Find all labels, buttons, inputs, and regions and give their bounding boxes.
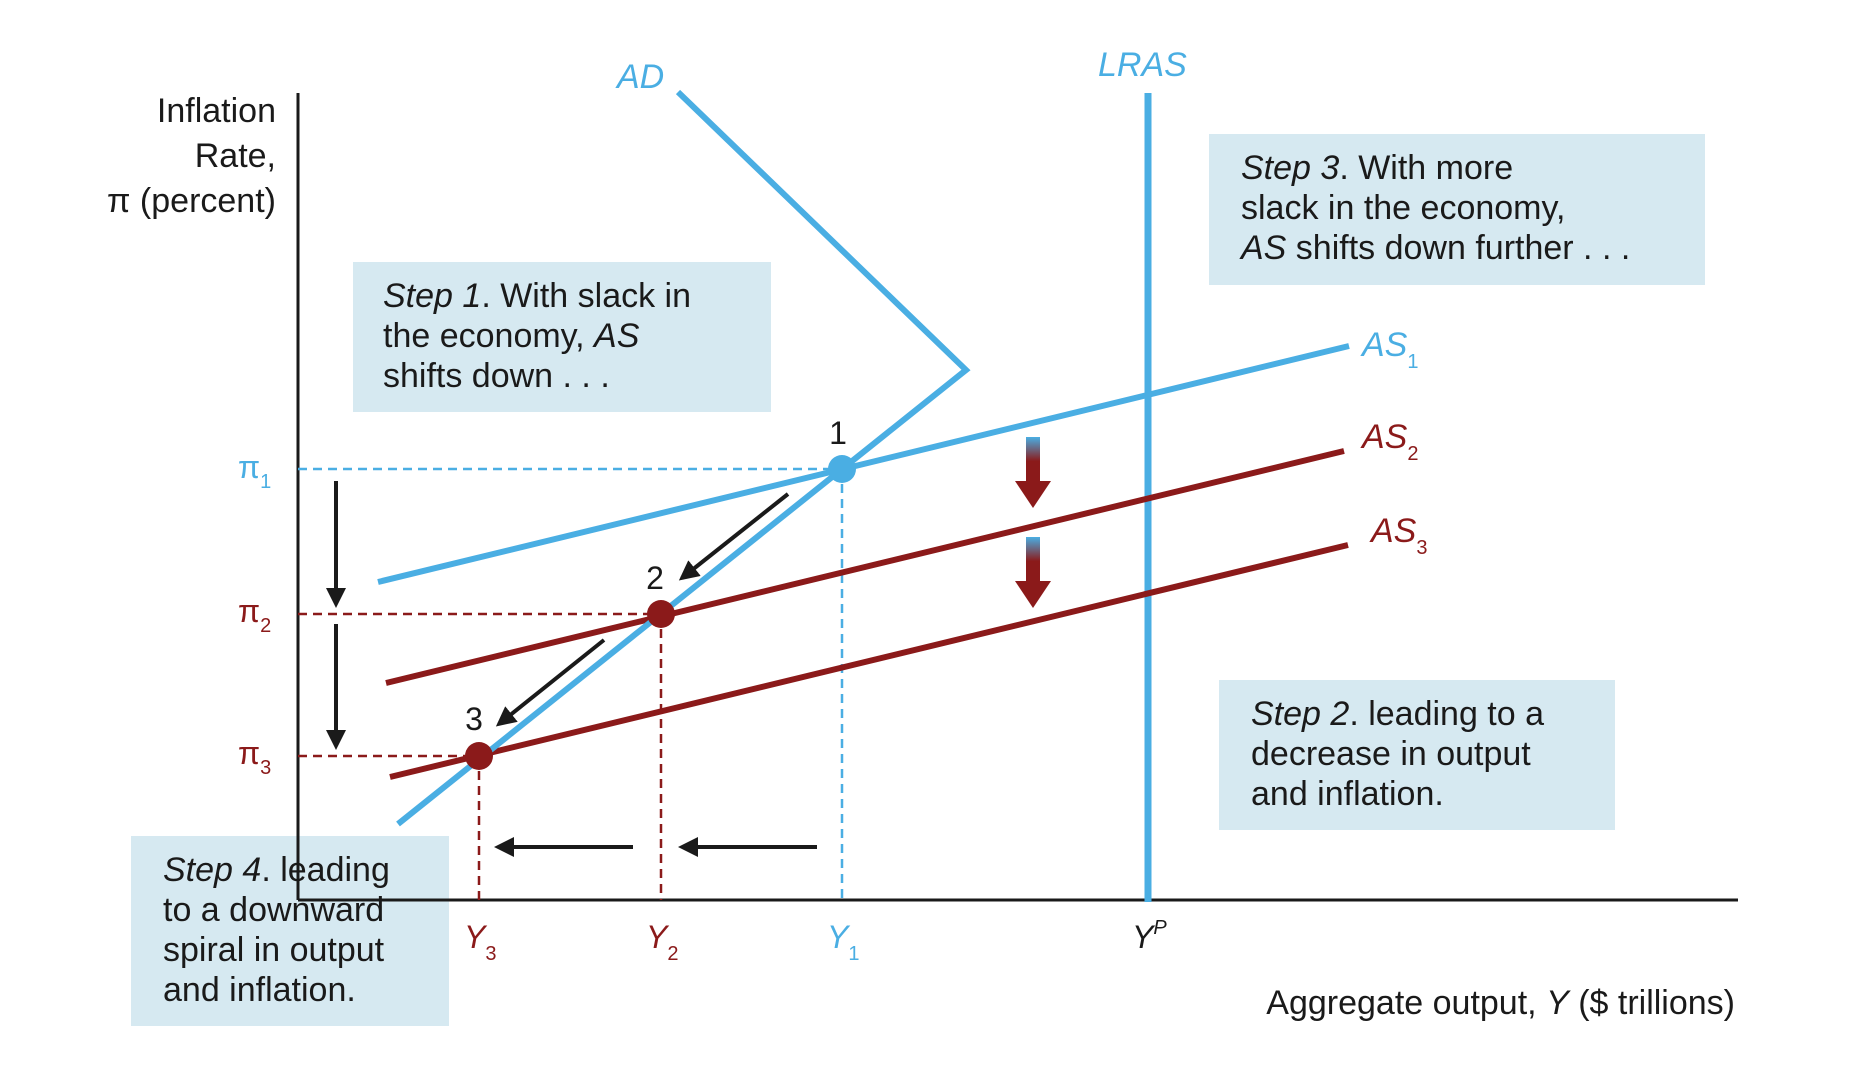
y1-tick-label: Y1 xyxy=(827,919,859,965)
y-axis-title-line1: Inflation xyxy=(157,92,276,130)
step2-text: Step 2. leading to a decrease in output … xyxy=(1251,695,1544,813)
svg-text:decrease in output: decrease in output xyxy=(1251,735,1531,773)
as2-label: AS2 xyxy=(1360,418,1418,465)
svg-text:AS shifts down further . . .: AS shifts down further . . . xyxy=(1239,229,1630,267)
equilibrium-point-1 xyxy=(828,455,856,483)
as3-label: AS3 xyxy=(1369,512,1427,559)
point-3-label: 3 xyxy=(465,701,483,737)
svg-text:and inflation.: and inflation. xyxy=(1251,775,1444,813)
y2-tick-label: Y2 xyxy=(646,919,678,965)
step1-box xyxy=(353,262,771,412)
equilibrium-point-3 xyxy=(465,742,493,770)
svg-text:the economy, AS: the economy, AS xyxy=(383,317,640,355)
lras-label: LRAS xyxy=(1098,46,1187,84)
svg-text:spiral in output: spiral in output xyxy=(163,931,385,969)
point-2-label: 2 xyxy=(646,560,664,596)
y-axis-title-line3: π (percent) xyxy=(107,182,276,220)
step3-box xyxy=(1209,134,1705,285)
step4-text: Step 4. leading to a downward spiral in … xyxy=(163,851,390,1009)
ad-curve xyxy=(396,89,971,827)
pi2-tick-label: π2 xyxy=(238,593,271,637)
svg-text:Step 2. leading to a: Step 2. leading to a xyxy=(1251,695,1544,733)
svg-text:slack in the economy,: slack in the economy, xyxy=(1241,189,1565,227)
step1-text: Step 1. With slack in the economy, AS sh… xyxy=(383,277,691,395)
svg-text:Step 3. With more: Step 3. With more xyxy=(1241,149,1513,187)
step4-box xyxy=(131,836,449,1026)
pi1-tick-label: π1 xyxy=(238,449,271,493)
pi3-tick-label: π3 xyxy=(238,735,271,779)
point-1-label: 1 xyxy=(829,415,847,451)
svg-text:Step 4. leading: Step 4. leading xyxy=(163,851,390,889)
as-shift-down-arrow-2 xyxy=(1015,537,1051,608)
as2-curve xyxy=(385,448,1345,686)
svg-text:Step 1. With slack in: Step 1. With slack in xyxy=(383,277,691,315)
movement-arrow-1-to-2 xyxy=(678,492,790,581)
as-shift-down-arrow-1 xyxy=(1015,437,1051,508)
movement-arrow-2-to-3 xyxy=(495,638,606,727)
step2-box xyxy=(1219,680,1615,830)
x-axis-title: Aggregate output, Y ($ trillions) xyxy=(1266,984,1735,1022)
ad-label: AD xyxy=(615,58,664,96)
yp-tick-label: YP xyxy=(1132,917,1167,955)
step3-text: Step 3. With more slack in the economy, … xyxy=(1239,149,1630,267)
as3-curve xyxy=(389,542,1349,780)
equilibrium-point-2 xyxy=(647,600,675,628)
svg-text:and inflation.: and inflation. xyxy=(163,971,356,1009)
as1-label: AS1 xyxy=(1360,326,1418,373)
as1-curve xyxy=(377,343,1350,585)
y-axis-title-line2: Rate, xyxy=(195,137,276,175)
y3-tick-label: Y3 xyxy=(464,919,496,965)
svg-text:to a downward: to a downward xyxy=(163,891,384,929)
svg-text:shifts down . . .: shifts down . . . xyxy=(383,357,610,395)
